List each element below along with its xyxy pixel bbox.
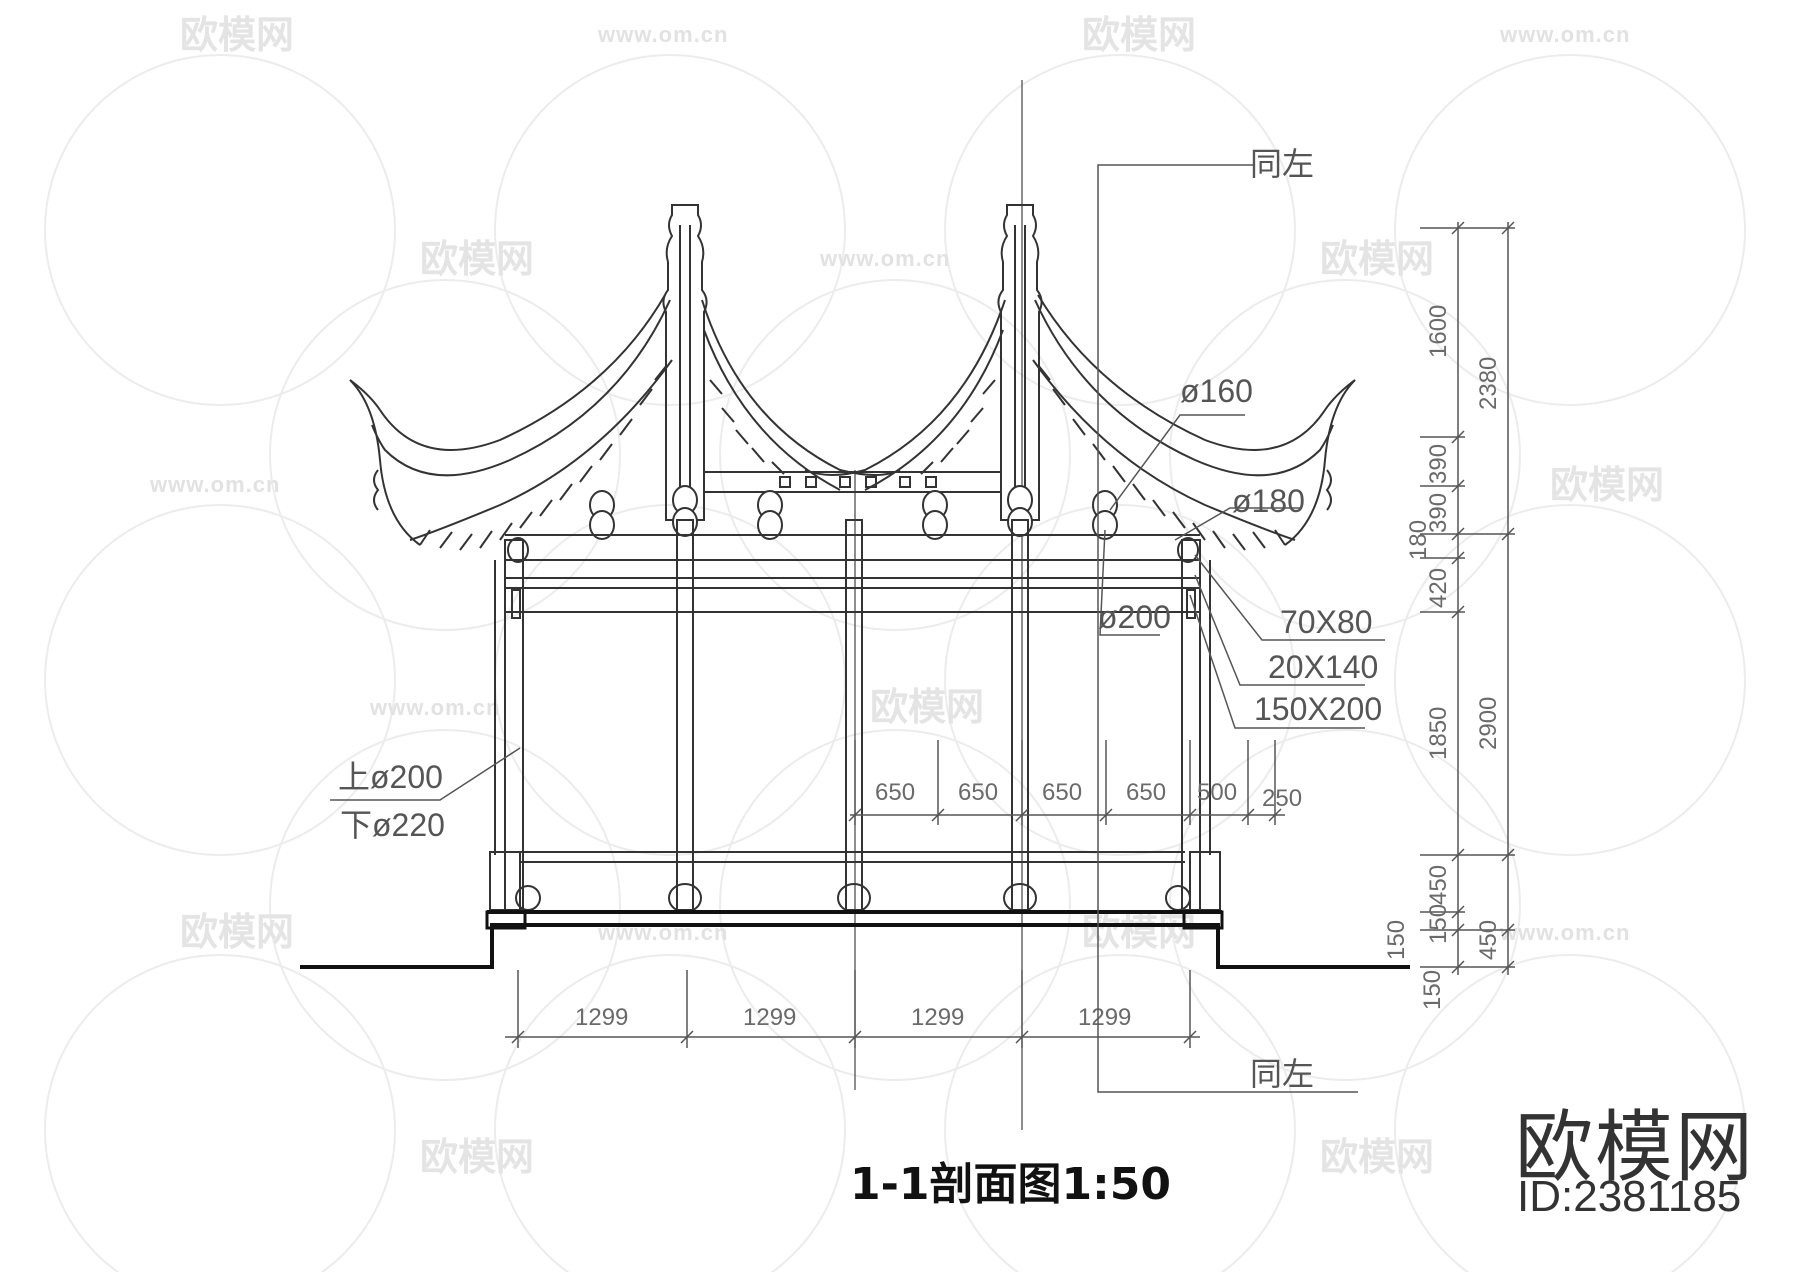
height-label: 150: [1425, 904, 1452, 944]
watermark-logo: 欧模网: [1082, 910, 1196, 954]
total-height-label: 2380: [1475, 357, 1502, 410]
mid-dimension: [848, 740, 1285, 825]
callout-leaders: [330, 164, 1385, 1093]
callout-column-top: 上ø200: [338, 759, 443, 795]
roof-curve-left-outer: [349, 294, 666, 451]
callout-beam-70x80: 70X80: [1280, 604, 1373, 640]
height-label: 1850: [1425, 707, 1452, 760]
callout-column-bottom: 下ø220: [340, 807, 445, 843]
total-height-label: 450: [1475, 920, 1502, 960]
center-axes: [854, 80, 1023, 1130]
callout-d180: ø180: [1232, 483, 1305, 519]
bottom-dimension: [505, 970, 1200, 1048]
platform: [300, 910, 1410, 969]
spacing-label: 250: [1262, 785, 1302, 812]
drawing-id: ID:2381185: [1517, 1172, 1742, 1221]
watermark-url: www.om.cn: [597, 22, 728, 47]
callout-d200: ø200: [1098, 599, 1171, 635]
height-label: 180: [1405, 520, 1432, 560]
span-label: 1299: [1078, 1004, 1131, 1031]
watermark-layer: [44, 54, 1746, 1272]
span-label: 1299: [575, 1004, 628, 1031]
height-label: 150: [1419, 970, 1446, 1010]
left-ridge-finial: [662, 204, 708, 521]
spacing-label: 500: [1197, 779, 1237, 806]
watermark-url: www.om.cn: [1499, 22, 1630, 47]
pavilion-frame: [489, 519, 1221, 913]
roof: [349, 204, 1356, 551]
watermark-logo: 欧模网: [1550, 463, 1664, 507]
watermark-logo: 欧模网: [420, 237, 534, 281]
callout-beam-150x200: 150X200: [1254, 691, 1382, 727]
roof-curve-right-inner: [804, 299, 1006, 476]
bottom-dimension-labels: 1299 1299 1299 1299: [575, 1004, 1131, 1031]
height-label: 390: [1425, 493, 1452, 533]
span-label: 1299: [911, 1004, 964, 1031]
drawing-title: 1-1剖面图1:50: [850, 1159, 1171, 1210]
span-label: 1299: [743, 1004, 796, 1031]
spacing-label: 650: [1126, 779, 1166, 806]
watermark-logo: 欧模网: [1082, 13, 1196, 57]
spacing-label: 650: [958, 779, 998, 806]
callout-beam-20x140: 20X140: [1268, 649, 1378, 685]
watermark-logo: 欧模网: [1320, 237, 1434, 281]
height-label: 450: [1425, 865, 1452, 905]
roof-curve-right-outer: [1037, 294, 1356, 451]
height-label: 150: [1383, 920, 1410, 960]
spacing-label: 650: [875, 779, 915, 806]
right-dimension: [1420, 221, 1515, 975]
watermark-logo: 欧模网: [870, 685, 984, 729]
mid-dimension-labels: 650 650 650 650 500 250: [875, 779, 1302, 812]
callout-same-as-left-bottom: 同左: [1250, 1056, 1314, 1092]
spacing-label: 650: [1042, 779, 1082, 806]
total-height-label: 2900: [1475, 697, 1502, 750]
watermark-url: www.om.cn: [369, 695, 500, 720]
brand-logo-text: 欧模网: [1515, 1103, 1756, 1193]
height-label: 1600: [1425, 305, 1452, 358]
height-label: 390: [1425, 444, 1452, 484]
watermark-logo: 欧模网: [180, 910, 294, 954]
right-ridge-finial: [997, 204, 1043, 521]
watermark-logo: 欧模网: [420, 1135, 534, 1179]
watermark-url: www.om.cn: [149, 472, 280, 497]
purlin-ends: [507, 485, 1199, 563]
watermark-url: www.om.cn: [1499, 920, 1630, 945]
callout-d160: ø160: [1180, 373, 1253, 409]
right-dimension-labels: 1600 390 390 180 420 1850 450 150 150 15…: [1383, 305, 1502, 1010]
watermark-url: www.om.cn: [819, 246, 950, 271]
watermark-logo: 欧模网: [180, 13, 294, 57]
watermark-labels: 欧模网 www.om.cn 欧模网 www.om.cn 欧模网 www.om.c…: [149, 13, 1664, 1179]
height-label: 420: [1425, 568, 1452, 608]
roof-curve-left-inner: [701, 299, 901, 476]
callout-labels: 同左 同左 ø160 ø180 ø200 70X80 20X140 150X20…: [338, 146, 1382, 1092]
watermark-logo: 欧模网: [1320, 1135, 1434, 1179]
callout-same-as-left-top: 同左: [1250, 146, 1314, 182]
